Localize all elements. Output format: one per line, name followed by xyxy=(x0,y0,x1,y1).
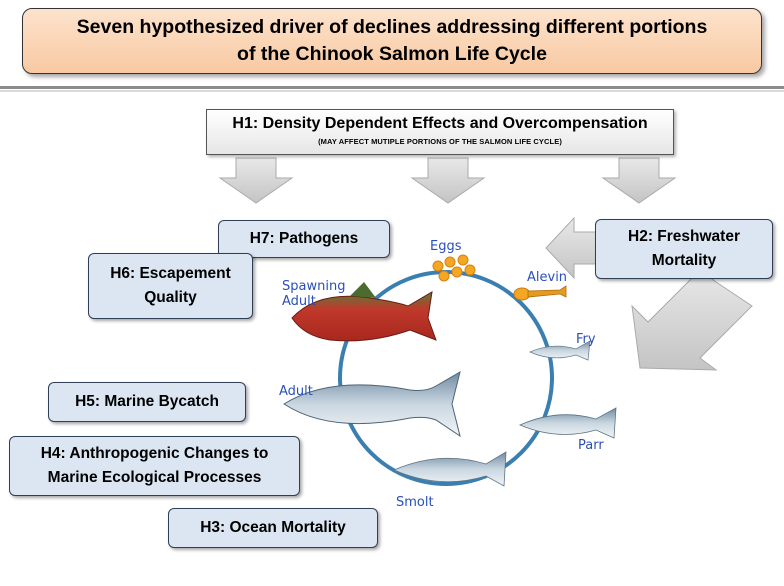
h7-label: H7: Pathogens xyxy=(249,230,359,247)
down-arrow-center xyxy=(410,157,486,204)
down-arrow-left xyxy=(218,157,294,204)
label-eggs: Eggs xyxy=(430,239,462,254)
label-adult: Adult xyxy=(279,384,313,399)
smolt-icon xyxy=(392,451,507,487)
h1-box: H1: Density Dependent Effects and Overco… xyxy=(206,109,674,155)
h1-subtitle: (MAY AFFECT MUTIPLE PORTIONS OF THE SALM… xyxy=(318,137,562,146)
h5-box: H5: Marine Bycatch xyxy=(48,382,246,422)
left-arrow-h2 xyxy=(545,216,601,280)
label-smolt: Smolt xyxy=(396,495,434,510)
parr-icon xyxy=(518,407,617,439)
eggs-icon xyxy=(432,254,476,282)
h2-label: H2: Freshwater Mortality xyxy=(628,228,740,269)
h7-box: H7: Pathogens xyxy=(218,220,390,258)
h1-title: H1: Density Dependent Effects and Overco… xyxy=(232,115,648,132)
title-banner: Seven hypothesized driver of declines ad… xyxy=(22,8,762,74)
label-alevin: Alevin xyxy=(527,270,567,285)
h4-box: H4: Anthropogenic Changes to Marine Ecol… xyxy=(9,436,300,496)
h5-label: H5: Marine Bycatch xyxy=(75,393,219,410)
h3-box: H3: Ocean Mortality xyxy=(168,508,378,548)
h4-label: H4: Anthropogenic Changes to Marine Ecol… xyxy=(40,445,269,486)
label-parr: Parr xyxy=(578,438,604,453)
divider xyxy=(0,86,784,89)
divider-shadow xyxy=(0,90,784,92)
h6-label: H6: Escapement Quality xyxy=(110,265,231,306)
h6-box: H6: Escapement Quality xyxy=(88,253,253,319)
alevin-icon xyxy=(513,285,567,301)
label-spawning-line1: Spawning xyxy=(282,279,345,294)
h3-label: H3: Ocean Mortality xyxy=(200,519,346,536)
label-fry: Fry xyxy=(576,332,596,347)
h2-box: H2: Freshwater Mortality xyxy=(595,219,773,279)
spawning-adult-icon xyxy=(291,282,437,342)
label-spawning-line2: Adult xyxy=(282,294,316,309)
fry-icon xyxy=(529,340,591,361)
adult-salmon-icon xyxy=(283,370,461,438)
page-title: Seven hypothesized driver of declines ad… xyxy=(76,16,708,65)
diagonal-arrow-h2 xyxy=(631,269,753,371)
down-arrow-right xyxy=(601,157,677,204)
